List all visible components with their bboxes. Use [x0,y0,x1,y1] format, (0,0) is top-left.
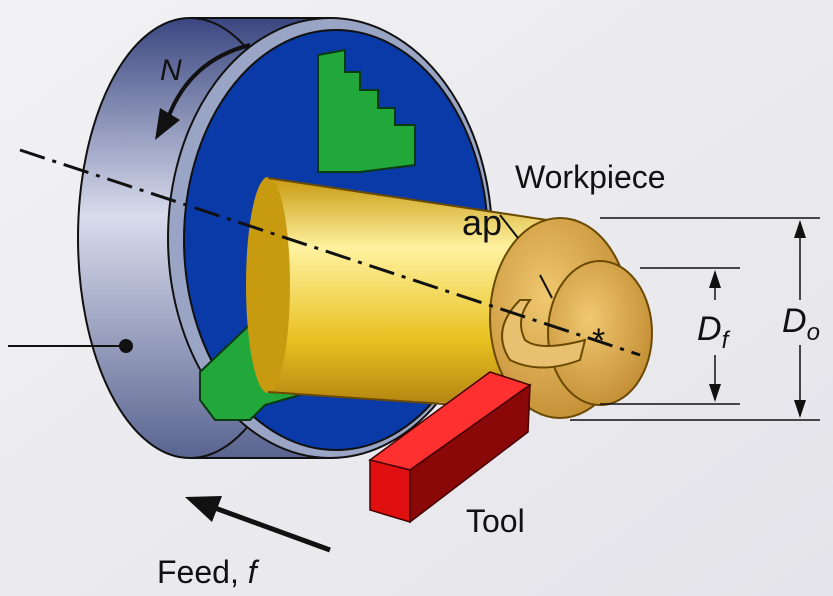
chip [501,299,587,369]
final-diameter-label: Df [697,310,731,354]
rotation-arrow [166,43,251,119]
rotation-arrowhead-icon [155,108,180,140]
jaw-top [317,48,416,173]
cutting-tool [368,371,532,524]
axis-centerline [19,148,641,357]
feed-arrow [214,505,331,553]
workpiece-label: Workpiece [515,159,666,195]
tool-label: Tool [466,503,525,539]
machined-end [547,260,653,406]
center-mark: * [592,322,605,360]
depth-of-cut-arrow-inner [539,274,553,299]
feed-arrowhead-icon [185,496,222,522]
dimension-arrowheads-icon [709,220,806,418]
workpiece [246,177,653,419]
rotation-label: N [160,54,182,87]
depth-of-cut-arrow [499,214,519,239]
feed-label: Feed, f [157,554,260,590]
original-diameter-label: Do [782,302,820,346]
depth-of-cut-label: ap [462,202,502,243]
leader-dot [119,339,133,353]
